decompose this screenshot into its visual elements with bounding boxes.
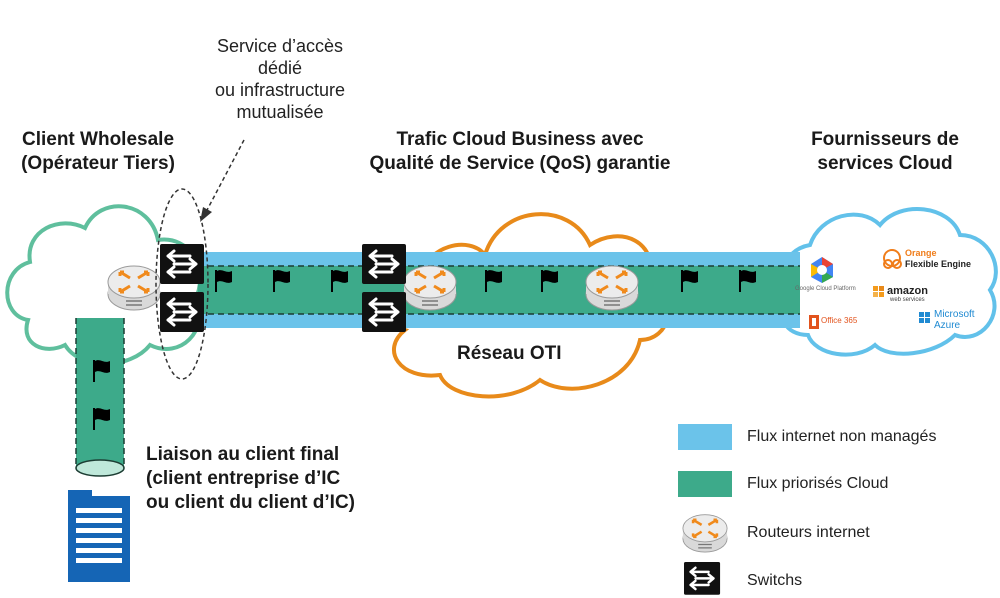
switch-icon (158, 242, 206, 286)
access-annotation: Service d’accès dédié ou infrastructure … (180, 35, 380, 123)
title-line: Fournisseurs de (811, 129, 959, 150)
switch-icon (360, 242, 408, 286)
annotation-line: ou infrastructure (214, 80, 346, 100)
client-pipe (76, 318, 124, 468)
legend-swatch-blue (678, 424, 732, 450)
liaison-line: Liaison au client final (146, 444, 340, 465)
legend-label-router: Routeurs internet (747, 524, 870, 541)
legend-switch-icon (682, 560, 722, 597)
pipe-end (75, 459, 125, 477)
orange-brand-label: Orange (905, 248, 937, 258)
annotation-arrow (205, 139, 245, 213)
legend-label-internet: Flux internet non managés (747, 428, 937, 445)
title-line: Client Wholesale (21, 129, 175, 150)
azure-logo-icon (919, 312, 930, 323)
office365-logo-icon (809, 315, 819, 329)
legend-swatch-green (678, 471, 732, 497)
provider-cloud (777, 207, 998, 357)
fournisseurs-title: Fournisseurs de services Cloud (780, 128, 990, 176)
router-icon (106, 264, 162, 312)
microsoft-label: Microsoft (934, 309, 975, 320)
legend-label-switch: Switchs (747, 572, 803, 589)
oti-network-label: Réseau OTI (457, 343, 562, 364)
liaison-label: Liaison au client final (client entrepri… (146, 443, 446, 515)
office365-label: Office 365 (821, 316, 858, 325)
switch-icon (158, 290, 206, 334)
title-line: Qualité de Service (QoS) garantie (369, 153, 671, 174)
liaison-line: ou client du client d’IC) (146, 492, 355, 513)
google-cloud-label: Google Cloud Platform (795, 286, 856, 292)
legend-label-cloud: Flux priorisés Cloud (747, 475, 889, 492)
legend-router-icon (681, 513, 729, 554)
orange-logo-icon (883, 249, 902, 269)
switch-icon (360, 290, 408, 334)
annotation-line: mutualisée (236, 102, 324, 122)
title-line: (Opérateur Tiers) (21, 153, 175, 174)
aws-logo-icon (873, 286, 884, 297)
amazon-label: amazon (887, 285, 928, 297)
liaison-line: (client entreprise d’IC (146, 468, 341, 489)
title-line: Trafic Cloud Business avec (396, 129, 644, 150)
trafic-title: Trafic Cloud Business avec Qualité de Se… (330, 128, 710, 176)
title-line: services Cloud (817, 153, 953, 174)
access-ellipse (155, 188, 209, 380)
azure-label: Azure (934, 320, 961, 331)
building-icon (68, 490, 130, 582)
orange-product-label: Flexible Engine (905, 259, 972, 269)
google-cloud-logo-icon (811, 257, 833, 283)
annotation-line: dédié (257, 58, 303, 78)
router-icon (402, 264, 458, 312)
amazon-sub-label: web services (890, 297, 925, 303)
annotation-line: Service d’accès (216, 36, 344, 56)
router-icon (584, 264, 640, 312)
client-wholesale-title: Client Wholesale (Opérateur Tiers) (0, 128, 196, 176)
